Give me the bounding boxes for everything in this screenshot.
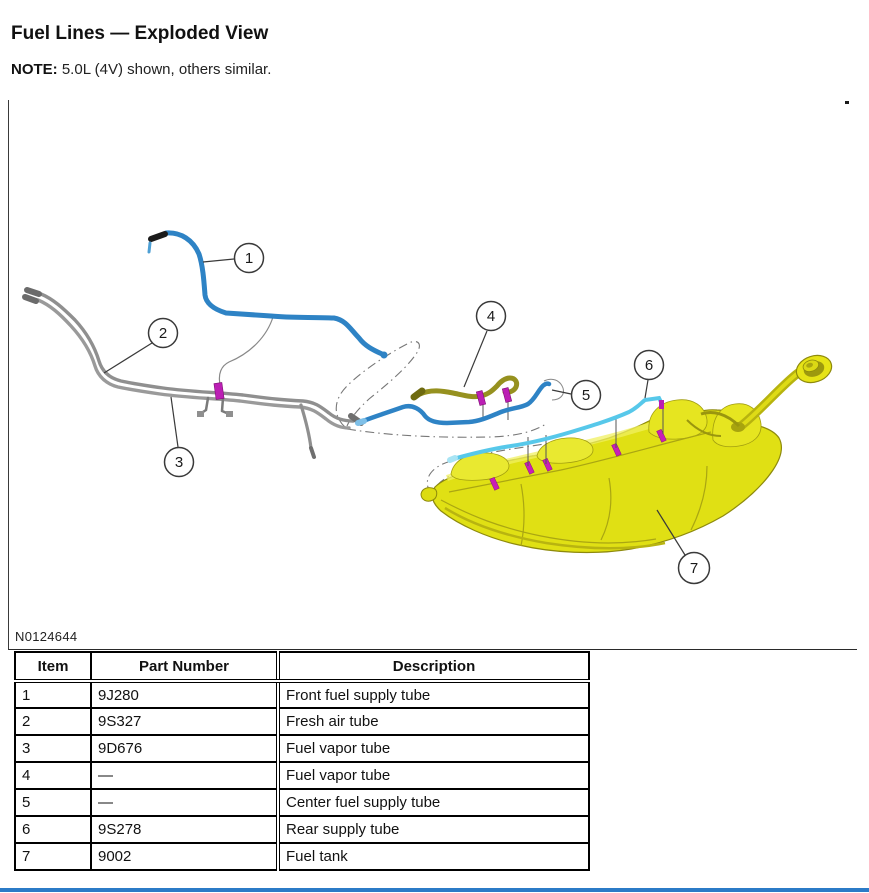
table-row: 3 9D676 Fuel vapor tube (14, 734, 590, 763)
part-cell: 9J280 (90, 680, 279, 709)
callout-2: 2 (103, 317, 179, 374)
table-row: 6 9S278 Rear supply tube (14, 815, 590, 844)
part-cell: 9S278 (90, 815, 279, 844)
exploded-view-figure: 1 2 3 4 5 (8, 100, 857, 650)
page-title: Fuel Lines — Exploded View (11, 22, 269, 44)
bottom-blue-rule (0, 888, 869, 892)
part-cell: — (90, 761, 279, 790)
figure-id: N0124644 (15, 629, 78, 644)
desc-cell: Fuel vapor tube (276, 734, 590, 763)
note-text: 5.0L (4V) shown, others similar. (61, 61, 272, 78)
gray-tube-clip (213, 382, 225, 400)
desc-cell: Fuel vapor tube (276, 761, 590, 790)
desc-cell: Front fuel supply tube (276, 680, 590, 709)
item-cell: 4 (14, 761, 92, 790)
item-cell: 7 (14, 842, 92, 871)
svg-text:2: 2 (159, 325, 167, 342)
item-cell: 3 (14, 734, 92, 763)
item-cell: 5 (14, 788, 92, 817)
table-row: 7 9002 Fuel tank (14, 842, 590, 871)
part-cell: 9S327 (90, 707, 279, 736)
table-header-row: Item Part Number Description (14, 651, 590, 683)
table-row: 5 — Center fuel supply tube (14, 788, 590, 817)
rear-supply-tube (447, 395, 664, 463)
svg-text:7: 7 (690, 560, 698, 577)
hook-outline (543, 378, 564, 401)
fuel-vapor-tube-rear (410, 375, 520, 406)
svg-text:5: 5 (582, 387, 590, 404)
item-cell: 1 (14, 680, 92, 709)
svg-text:4: 4 (487, 308, 495, 325)
table-row: 2 9S327 Fresh air tube (14, 707, 590, 736)
table-row: 1 9J280 Front fuel supply tube (14, 680, 590, 709)
callout-7: 7 (656, 509, 711, 585)
callout-4: 4 (463, 300, 507, 388)
callout-1: 1 (202, 242, 265, 274)
tank-left-nub (420, 487, 438, 502)
item-cell: 6 (14, 815, 92, 844)
desc-cell: Fuel tank (276, 842, 590, 871)
svg-text:6: 6 (645, 357, 653, 374)
parts-table: Item Part Number Description 1 9J280 Fro… (14, 651, 590, 871)
table-row: 4 — Fuel vapor tube (14, 761, 590, 790)
svg-text:3: 3 (175, 454, 183, 471)
desc-cell: Center fuel supply tube (276, 788, 590, 817)
desc-cell: Rear supply tube (276, 815, 590, 844)
callouts: 1 2 3 4 5 (103, 242, 711, 585)
note: NOTE: 5.0L (4V) shown, others similar. (11, 61, 271, 78)
filler-neck (686, 368, 803, 437)
front-fuel-supply-tube (147, 230, 388, 359)
tank-clips (489, 428, 667, 491)
col-header-part-number: Part Number (90, 651, 279, 683)
callout-3: 3 (163, 396, 195, 478)
tube-connector-curl (218, 316, 274, 385)
tank-skid-band (444, 506, 666, 550)
col-header-item: Item (14, 651, 92, 683)
callout-5: 5 (551, 379, 602, 411)
part-cell: 9D676 (90, 734, 279, 763)
center-fuel-supply-tube (355, 381, 552, 426)
tank-dome-mid (536, 437, 594, 464)
part-cell: 9002 (90, 842, 279, 871)
desc-cell: Fresh air tube (276, 707, 590, 736)
fuel-lines-diagram: 1 2 3 4 5 (22, 230, 833, 585)
note-label: NOTE: (11, 61, 58, 78)
item-cell: 2 (14, 707, 92, 736)
svg-text:1: 1 (245, 250, 253, 267)
frame-corner-mark (845, 101, 849, 104)
callout-6: 6 (633, 349, 665, 399)
part-cell: — (90, 788, 279, 817)
gray-tube-pair (22, 287, 364, 459)
col-header-description: Description (276, 651, 590, 683)
fresh-air-tube (39, 292, 355, 423)
fuel-vapor-tube-front (36, 298, 351, 430)
filler-cap-ring (795, 354, 833, 384)
